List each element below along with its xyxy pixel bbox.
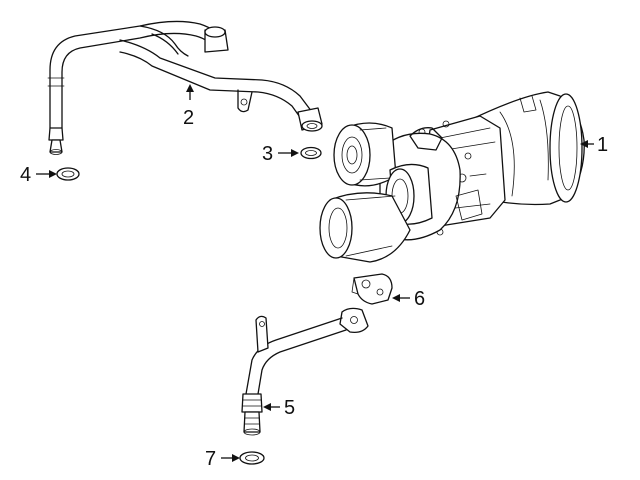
callout-1-label: 1: [597, 134, 608, 156]
o-ring-7: [239, 451, 265, 465]
callout-7: 7: [205, 448, 240, 470]
callout-4-label: 4: [20, 164, 31, 186]
callout-5-label: 5: [284, 397, 295, 419]
gasket-6: [351, 273, 393, 305]
upper-oil-line: [47, 20, 323, 155]
callout-2-label: 2: [183, 107, 194, 129]
callout-6-label: 6: [414, 288, 425, 310]
callout-3-label: 3: [262, 143, 273, 165]
callout-3: 3: [262, 143, 299, 165]
o-ring-3: [300, 146, 322, 160]
callout-7-label: 7: [205, 448, 216, 470]
callout-1: 1: [580, 134, 608, 156]
callout-2: 2: [183, 84, 194, 129]
callout-6: 6: [392, 288, 425, 310]
callout-5: 5: [263, 397, 295, 419]
o-ring-4: [56, 167, 80, 181]
lower-oil-line: [241, 307, 369, 436]
callout-4: 4: [20, 164, 57, 186]
turbocharger: [319, 91, 585, 263]
